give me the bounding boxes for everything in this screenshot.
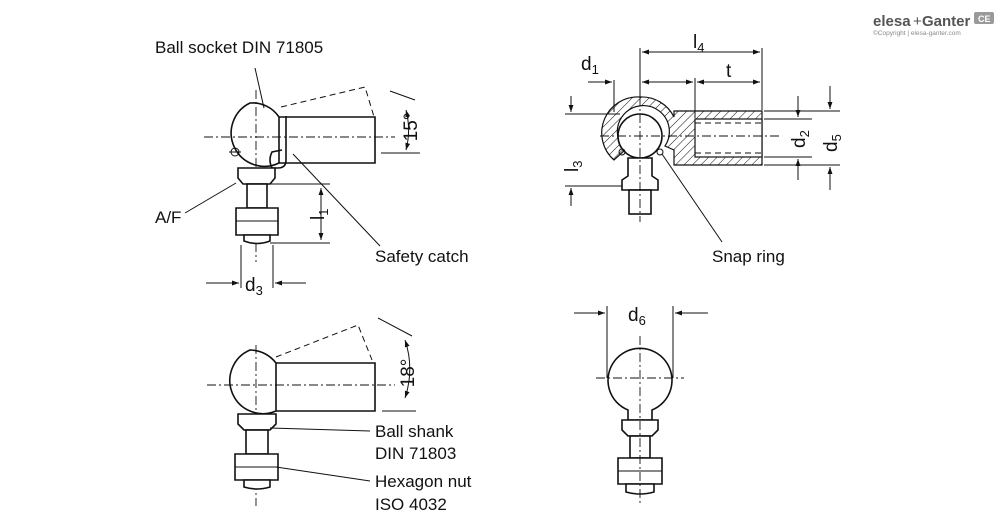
shank-collar	[237, 167, 276, 185]
shank-thread	[246, 183, 268, 209]
dim-l3: l3	[562, 161, 585, 172]
dim-d5: d5	[821, 134, 844, 152]
ce-badge	[974, 12, 994, 24]
tilt-outline-18	[275, 324, 373, 361]
tilt-outline-15	[280, 86, 376, 121]
brand-separator: +	[913, 13, 922, 30]
brand-copyright: ©Copyright | elesa-ganter.com	[873, 29, 961, 37]
view-section-snap-ring: d1 l4 t l3 d2 d5 Snap ring	[562, 32, 844, 266]
view-socket-assembly: 15° l1 d3 Ball socket DIN 71805 A/F Safe…	[155, 38, 469, 298]
label-safety-catch: Safety catch	[375, 247, 469, 266]
dim-d2: d2	[789, 130, 812, 148]
label-snap-ring: Snap ring	[712, 247, 785, 266]
angle-15-label: 15°	[401, 113, 422, 142]
dim-l1: l1	[308, 209, 331, 220]
ce-badge-text: CE	[978, 14, 991, 24]
socket-ball-housing	[230, 102, 280, 168]
dim-t: t	[726, 61, 732, 82]
socket-body	[279, 116, 376, 164]
label-hex-nut-1: Hexagon nut	[375, 472, 472, 491]
label-af: A/F	[155, 208, 181, 227]
label-ball-shank-2: DIN 71803	[375, 444, 456, 463]
brand-name-1: elesa	[873, 13, 911, 30]
label-ball-shank-1: Ball shank	[375, 422, 454, 441]
dim-d1: d1	[581, 54, 599, 77]
label-hex-nut-2: ISO 4032	[375, 495, 447, 514]
view-tilt-18: 18° Ball shank DIN 71803 Hexagon nut ISO…	[207, 317, 472, 514]
dim-d3: d3	[245, 275, 263, 298]
socket-ball-housing-2	[229, 349, 277, 415]
label-ball-socket: Ball socket DIN 71805	[155, 38, 323, 57]
dim-l4: l4	[693, 32, 704, 55]
ball-head	[607, 347, 673, 421]
brand-name-2: Ganter	[922, 13, 971, 30]
socket-body-2	[276, 362, 376, 412]
dim-d6: d6	[628, 305, 646, 328]
brand-logo: elesa + Ganter CE ©Copyright | elesa-gan…	[873, 12, 994, 37]
angle-18-label: 18°	[398, 359, 419, 388]
view-ball-shank: d6	[574, 305, 708, 506]
